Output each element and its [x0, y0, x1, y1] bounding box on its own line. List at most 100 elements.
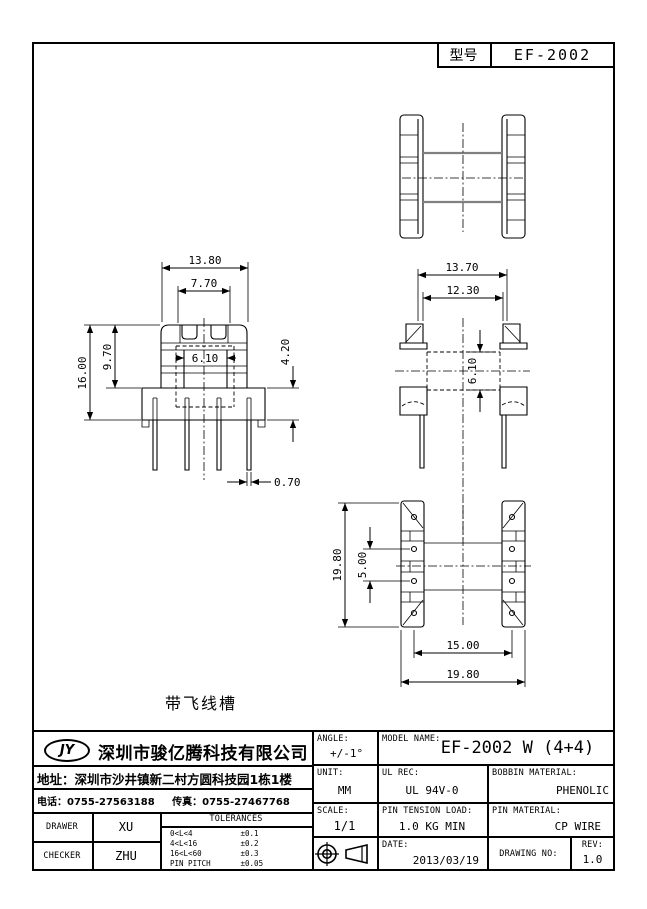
- tolerance-value: ±0.1: [240, 829, 259, 838]
- dim-front-overall-width: 13.80: [188, 254, 221, 267]
- dim-front-base-height: 4.20: [279, 339, 292, 366]
- company-phone: 电话：0755-27563188: [37, 797, 155, 808]
- side-view: 13.70 12.30 6.10: [395, 261, 530, 540]
- front-view: 13.80 7.70 9.70 16.00 6.10 4.20 0.70: [76, 254, 301, 489]
- right-flange-outline: [501, 114, 526, 239]
- base-outline: [141, 387, 266, 421]
- dim-bottom-pin-pitch: 5.00: [356, 552, 369, 579]
- grid-line: [437, 42, 439, 68]
- grid-line: [312, 730, 314, 871]
- company-address: 地址：深圳市沙井镇新二村方圆科技园1栋1楼: [37, 772, 292, 787]
- tolerance-range: 0<L<4: [170, 829, 193, 838]
- grid-line: [160, 812, 162, 871]
- model-name-value: EF-2002 W (4+4): [440, 738, 595, 758]
- pin-hole: [410, 513, 418, 521]
- scale-value: 1/1: [333, 819, 356, 833]
- top-view: [399, 114, 526, 239]
- pin-hole: [410, 545, 418, 553]
- company-contacts: 电话：0755-27563188 传真：0755-27467768: [37, 793, 290, 808]
- projection-symbol: [315, 841, 371, 871]
- pin-hole: [410, 577, 418, 585]
- grid-line: [490, 42, 492, 68]
- tolerance-value: ±0.05: [240, 859, 264, 868]
- grid-line: [487, 764, 489, 871]
- winding-tube-edges: [423, 151, 502, 204]
- date-value: 2013/03/19: [412, 854, 479, 867]
- tolerance-range: PIN PITCH: [170, 859, 211, 868]
- dim-bottom-row-pitch: 15.00: [446, 639, 479, 652]
- left-rail: [400, 500, 425, 628]
- ul-rec-label: UL REC:: [382, 768, 420, 778]
- pin-tension-value: 1.0 KG MIN: [398, 820, 466, 833]
- grid-line: [437, 66, 615, 68]
- grid-line: [92, 812, 94, 871]
- pin-hole: [508, 609, 516, 617]
- unit-label: UNIT:: [317, 768, 344, 778]
- dim-bottom-flange-length: 19.80: [331, 548, 344, 581]
- checker-label: CHECKER: [43, 851, 81, 861]
- bobbin-material-label: BOBBIN MATERIAL:: [492, 768, 578, 778]
- tolerance-range: 4<L<16: [170, 839, 198, 848]
- company-logo: JY: [44, 739, 90, 762]
- grid-line: [32, 730, 615, 732]
- base-feet: [141, 420, 266, 428]
- pin-slots: [152, 397, 252, 420]
- body-outline: [160, 324, 248, 389]
- pins: [152, 420, 252, 471]
- right-wing: [499, 342, 528, 350]
- scale-label: SCALE:: [317, 806, 349, 816]
- model-label: 型号: [449, 48, 478, 64]
- tolerance-row: 0<L<4 ±0.1: [170, 829, 306, 839]
- grid-line: [312, 802, 615, 804]
- rev-label: REV:: [581, 840, 604, 850]
- grid-line: [32, 765, 312, 767]
- hidden-tube: [426, 351, 501, 391]
- grid-line: [32, 841, 160, 843]
- bottom-view: 19.80 5.00 15.00 19.80: [331, 500, 531, 687]
- hidden-core: [175, 345, 235, 408]
- dim-front-window-width: 7.70: [191, 277, 218, 290]
- left-wing: [399, 342, 428, 350]
- center-lines: [402, 123, 523, 232]
- note-flying-lead-slot: 带飞线槽: [165, 694, 238, 713]
- grid-line: [32, 812, 312, 814]
- right-rail: [501, 500, 526, 628]
- left-flange: [405, 323, 424, 343]
- left-pin: [419, 415, 425, 469]
- tolerance-range: 16<L<60: [170, 849, 202, 858]
- left-flange-segments: [400, 134, 418, 221]
- left-base: [399, 386, 428, 416]
- right-pin: [501, 415, 507, 469]
- unit-value: MM: [337, 784, 352, 797]
- pin-hole: [508, 577, 516, 585]
- pin-hole: [410, 609, 418, 617]
- tolerance-row: 4<L<16 ±0.2: [170, 839, 306, 849]
- pin-hole: [508, 513, 516, 521]
- rev-value: 1.0: [582, 853, 603, 866]
- right-base: [499, 386, 528, 416]
- company-name: 深圳市骏亿腾科技有限公司: [98, 744, 308, 764]
- pin-material-label: PIN MATERIAL:: [492, 806, 562, 816]
- pin-tension-label: PIN TENSION LOAD:: [382, 806, 473, 816]
- dim-side-core-height: 6.10: [466, 358, 479, 385]
- drawer-label: DRAWER: [46, 821, 78, 832]
- angle-value: +/-1°: [330, 747, 364, 760]
- tolerances-title: TOLERANCES: [209, 814, 263, 824]
- angle-label: ANGLE:: [317, 734, 349, 744]
- grid-line: [377, 730, 379, 871]
- right-flange: [502, 323, 521, 343]
- third-angle-projection-icon: [315, 842, 368, 866]
- ul-rec-value: UL 94V-0: [405, 784, 459, 797]
- dim-front-upper-height: 9.70: [101, 344, 114, 371]
- pin-material-value: CP WIRE: [554, 820, 601, 833]
- tolerance-row: 16<L<60 ±0.3: [170, 849, 306, 859]
- bobbin-material-value: PHENOLIC: [556, 784, 609, 797]
- grid-line: [160, 826, 312, 828]
- dim-bottom-overall-width: 19.80: [446, 668, 479, 681]
- tolerance-row: PIN PITCH ±0.05: [170, 859, 306, 869]
- window-walls: [179, 325, 229, 343]
- tolerances-list: 0<L<4 ±0.1 4<L<16 ±0.2 16<L<60 ±0.3 PIN …: [170, 829, 306, 869]
- tolerance-value: ±0.3: [240, 849, 259, 858]
- technical-drawing: 13.80 7.70 9.70 16.00 6.10 4.20 0.70: [76, 114, 531, 687]
- grid-line: [312, 836, 615, 838]
